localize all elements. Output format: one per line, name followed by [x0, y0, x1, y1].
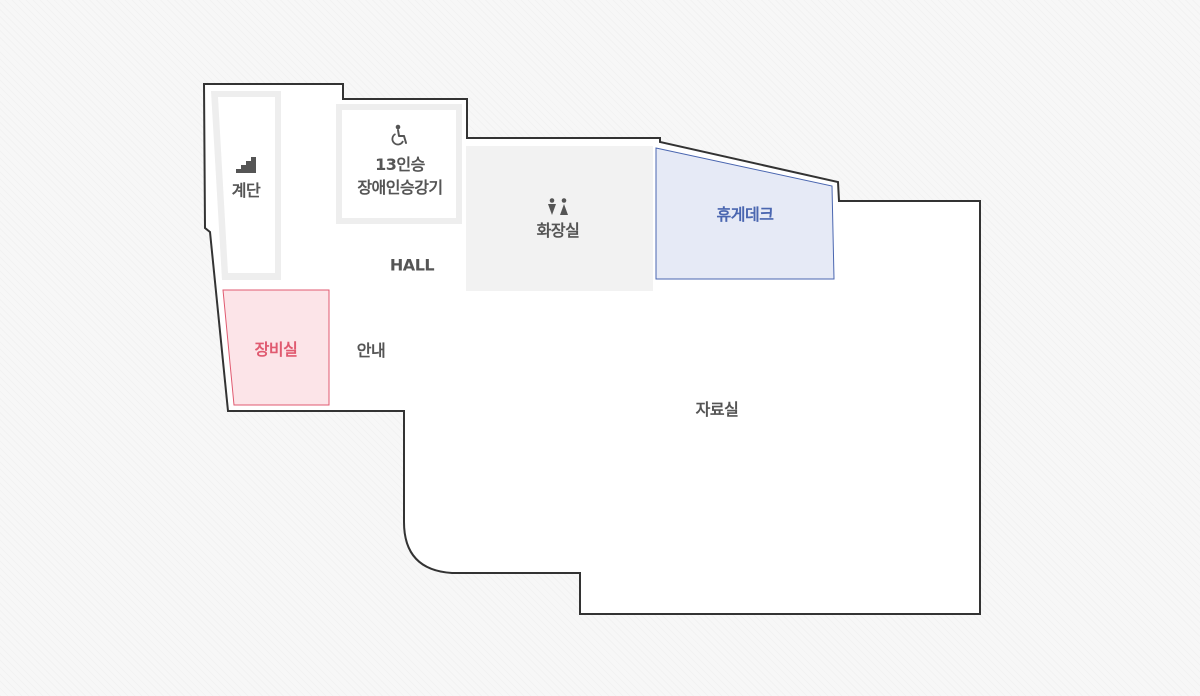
elevator-label-capacity: 13인승	[375, 155, 425, 174]
hall-label: HALL	[389, 255, 435, 275]
rest-deck-label: 휴게데크	[716, 205, 774, 224]
info-label: 안내	[356, 341, 386, 360]
stairs-label: 계단	[231, 181, 261, 200]
equipment-room-area[interactable]	[222, 289, 330, 406]
restroom-icon	[547, 198, 569, 216]
rest-deck-area[interactable]	[655, 147, 835, 280]
restroom-label: 화장실	[536, 221, 580, 240]
reference-room-label: 자료실	[695, 400, 739, 419]
stairs-icon	[236, 155, 256, 173]
elevator-label-name: 장애인승강기	[357, 178, 443, 197]
wheelchair-icon	[390, 124, 410, 146]
equipment-room-label: 장비실	[254, 340, 298, 359]
restroom-area[interactable]	[466, 146, 653, 291]
